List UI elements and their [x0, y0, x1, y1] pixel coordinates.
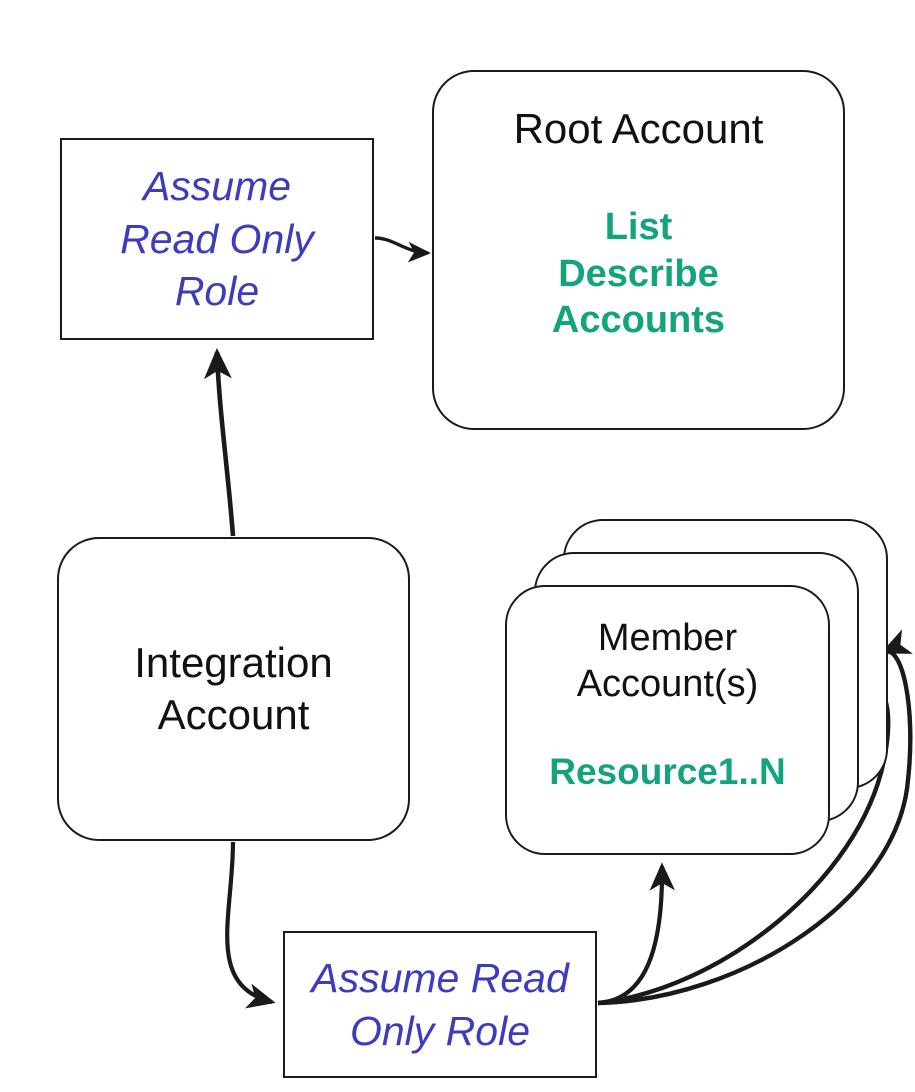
- member-account-resources: Resource1..N: [549, 750, 786, 794]
- member-account-title-line-2: Account(s): [576, 663, 759, 706]
- edge-role-bottom-to-member-front: [597, 862, 676, 1006]
- member-account-resource-1: Resource1..N: [549, 750, 786, 792]
- root-account-action-3: Accounts: [551, 298, 726, 341]
- edge-integration-to-role-top: [203, 347, 236, 537]
- role-top-line-2: Read Only: [120, 215, 314, 262]
- root-account-title: Root Account: [513, 105, 764, 152]
- role-top-line-1: Assume: [142, 163, 292, 210]
- member-account-stack-layer-front[interactable]: Member Account(s) Resource1..N: [505, 585, 830, 855]
- root-account-action-1: List: [604, 206, 673, 249]
- root-account-actions: List Describe Accounts: [552, 204, 725, 343]
- edge-integration-to-role-bottom: [225, 841, 276, 1009]
- node-member-account-stack[interactable]: Member Account(s) Resource1..N: [505, 519, 897, 859]
- node-root-account[interactable]: Root Account List Describe Accounts: [432, 70, 845, 430]
- edge-role-top-to-root: [374, 236, 431, 263]
- integration-account-title-line-1: Integration: [134, 638, 333, 686]
- integration-account-title-line-2: Account: [157, 691, 310, 738]
- member-account-title: Member Account(s): [577, 615, 759, 708]
- role-bottom-line-1: Assume Read: [311, 955, 569, 1002]
- node-assume-read-only-role-top[interactable]: Assume Read Only Role: [60, 138, 374, 340]
- node-assume-read-only-role-bottom[interactable]: Assume Read Only Role: [283, 931, 597, 1078]
- member-account-title-line-1: Member: [597, 617, 738, 659]
- integration-account-title: Integration Account: [134, 637, 332, 742]
- role-top-line-3: Role: [174, 268, 260, 315]
- root-account-title-line-1: Root Account: [513, 105, 764, 152]
- role-bottom-line-2: Only Role: [349, 1007, 530, 1054]
- root-account-action-2: Describe: [558, 252, 719, 295]
- node-integration-account[interactable]: Integration Account: [57, 537, 410, 841]
